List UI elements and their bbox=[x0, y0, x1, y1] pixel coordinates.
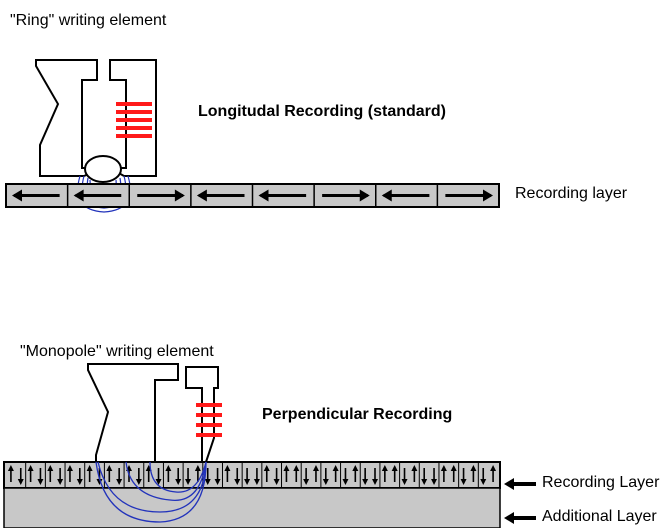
bit-arrow-down bbox=[362, 468, 369, 485]
bit-arrow-down bbox=[57, 468, 64, 485]
bit-arrow-down bbox=[234, 468, 241, 485]
bit-arrow-down bbox=[37, 468, 44, 485]
bit-arrow-up bbox=[391, 465, 398, 482]
bit-arrow-down bbox=[135, 468, 142, 485]
bit-arrow-up bbox=[66, 465, 73, 482]
bit-arrow-up bbox=[312, 465, 319, 482]
perpendicular-title: Perpendicular Recording bbox=[262, 406, 453, 423]
bit-arrow-down bbox=[214, 468, 221, 485]
bit-arrow-up bbox=[450, 465, 457, 482]
ring-coil bbox=[116, 102, 152, 138]
bit-arrow-up bbox=[470, 465, 477, 482]
bit-arrow-down bbox=[185, 468, 192, 485]
bit-arrow-down bbox=[480, 468, 487, 485]
bit-arrow-up bbox=[283, 465, 290, 482]
bit-arrow-up bbox=[490, 465, 497, 482]
longitudinal-bits bbox=[12, 184, 493, 207]
bit-arrow-up bbox=[411, 465, 418, 482]
bit-arrow-left bbox=[258, 189, 307, 202]
monopole-return-pole bbox=[87, 363, 179, 463]
bit-arrow-left bbox=[12, 189, 60, 202]
bit-arrow-up bbox=[263, 465, 270, 482]
additional-layer bbox=[3, 487, 501, 528]
bit-arrow-left bbox=[73, 189, 122, 202]
bit-arrow-down bbox=[303, 468, 310, 485]
bit-arrow-down bbox=[431, 468, 438, 485]
longitudinal-title: Longitudal Recording (standard) bbox=[198, 103, 446, 120]
ring-gap-bubble bbox=[84, 155, 122, 183]
monopole-coil bbox=[196, 403, 222, 437]
bit-arrow-up bbox=[332, 465, 339, 482]
bit-arrow-up bbox=[106, 465, 113, 482]
bit-arrow-left bbox=[196, 189, 245, 202]
bit-arrow-up bbox=[47, 465, 54, 482]
bit-arrow-up bbox=[194, 465, 201, 482]
bit-arrow-up bbox=[293, 465, 300, 482]
bit-arrow-up bbox=[86, 465, 93, 482]
recording-layer-label: Recording layer bbox=[515, 185, 628, 202]
bit-arrow-down bbox=[460, 468, 467, 485]
perp-recording-layer bbox=[3, 461, 501, 489]
layer-indicator-arrows bbox=[504, 478, 536, 524]
bit-arrow-up bbox=[27, 465, 34, 482]
bit-arrow-down bbox=[244, 468, 251, 485]
ring-element-label: "Ring" writing element bbox=[10, 12, 167, 29]
bit-arrow-up bbox=[352, 465, 359, 482]
bit-arrow-down bbox=[155, 468, 162, 485]
bit-arrow-right bbox=[137, 189, 185, 202]
monopole-flux-lines bbox=[95, 461, 207, 523]
bit-arrow-down bbox=[175, 468, 182, 485]
bit-arrow-down bbox=[116, 468, 123, 485]
bit-arrow-up bbox=[440, 465, 447, 482]
bit-arrow-down bbox=[17, 468, 24, 485]
bit-arrow-up bbox=[224, 465, 231, 482]
bit-arrow-right bbox=[322, 189, 370, 202]
bit-arrow-down bbox=[204, 468, 211, 485]
bit-arrow-down bbox=[253, 468, 260, 485]
bit-arrow-up bbox=[165, 465, 172, 482]
bit-arrow-up bbox=[7, 465, 14, 482]
monopole-element-label: "Monopole" writing element bbox=[20, 343, 214, 360]
bit-arrow-down bbox=[273, 468, 280, 485]
bit-arrow-right bbox=[445, 189, 493, 202]
bit-arrow-down bbox=[401, 468, 408, 485]
additional-layer-label: Additional Layer bbox=[542, 508, 657, 525]
bit-arrow-left bbox=[381, 189, 430, 202]
perpendicular-bits bbox=[7, 462, 497, 488]
bit-arrow-down bbox=[421, 468, 428, 485]
bit-arrow-down bbox=[342, 468, 349, 485]
perp-recording-layer-label: Recording Layer bbox=[542, 474, 660, 491]
bit-arrow-down bbox=[372, 468, 378, 485]
bit-arrow-down bbox=[76, 468, 83, 485]
bit-arrow-down bbox=[322, 468, 329, 485]
bit-arrow-up bbox=[381, 465, 388, 482]
